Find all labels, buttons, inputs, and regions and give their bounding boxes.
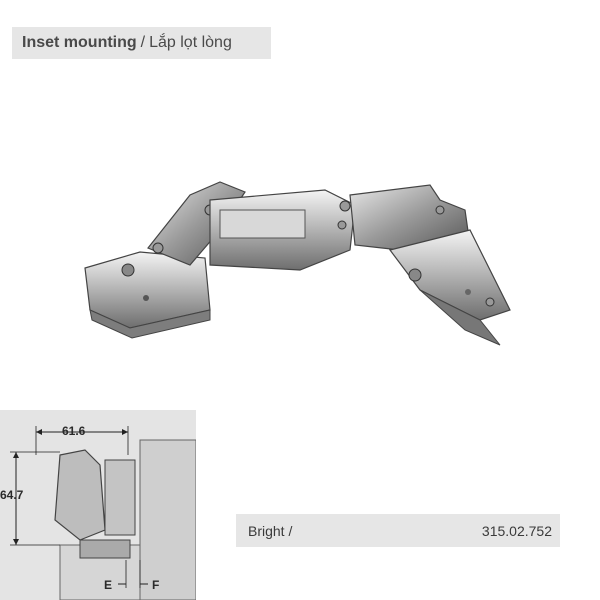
hinge-cross-section-drawing [10, 426, 196, 600]
finish-label: Bright / [248, 522, 293, 539]
width-dimension-label: 61.6 [62, 424, 86, 438]
height-dimension-label: 64.7 [0, 488, 24, 502]
e-dimension-label: E [104, 578, 113, 592]
dimension-diagram: 61.6 64.7 E F [0, 410, 196, 600]
hinge-product-image [84, 181, 511, 346]
f-dimension-label: F [152, 578, 160, 592]
finish-article-row: Bright / 315.02.752 [236, 514, 560, 547]
mounting-type-heading: Inset mounting / Lắp lọt lòng [12, 27, 271, 59]
article-number: 315.02.752 [481, 522, 552, 539]
heading-separator: / [140, 34, 146, 51]
heading-vietnamese: Lắp lọt lòng [149, 34, 232, 51]
heading-english: Inset mounting [22, 34, 137, 51]
